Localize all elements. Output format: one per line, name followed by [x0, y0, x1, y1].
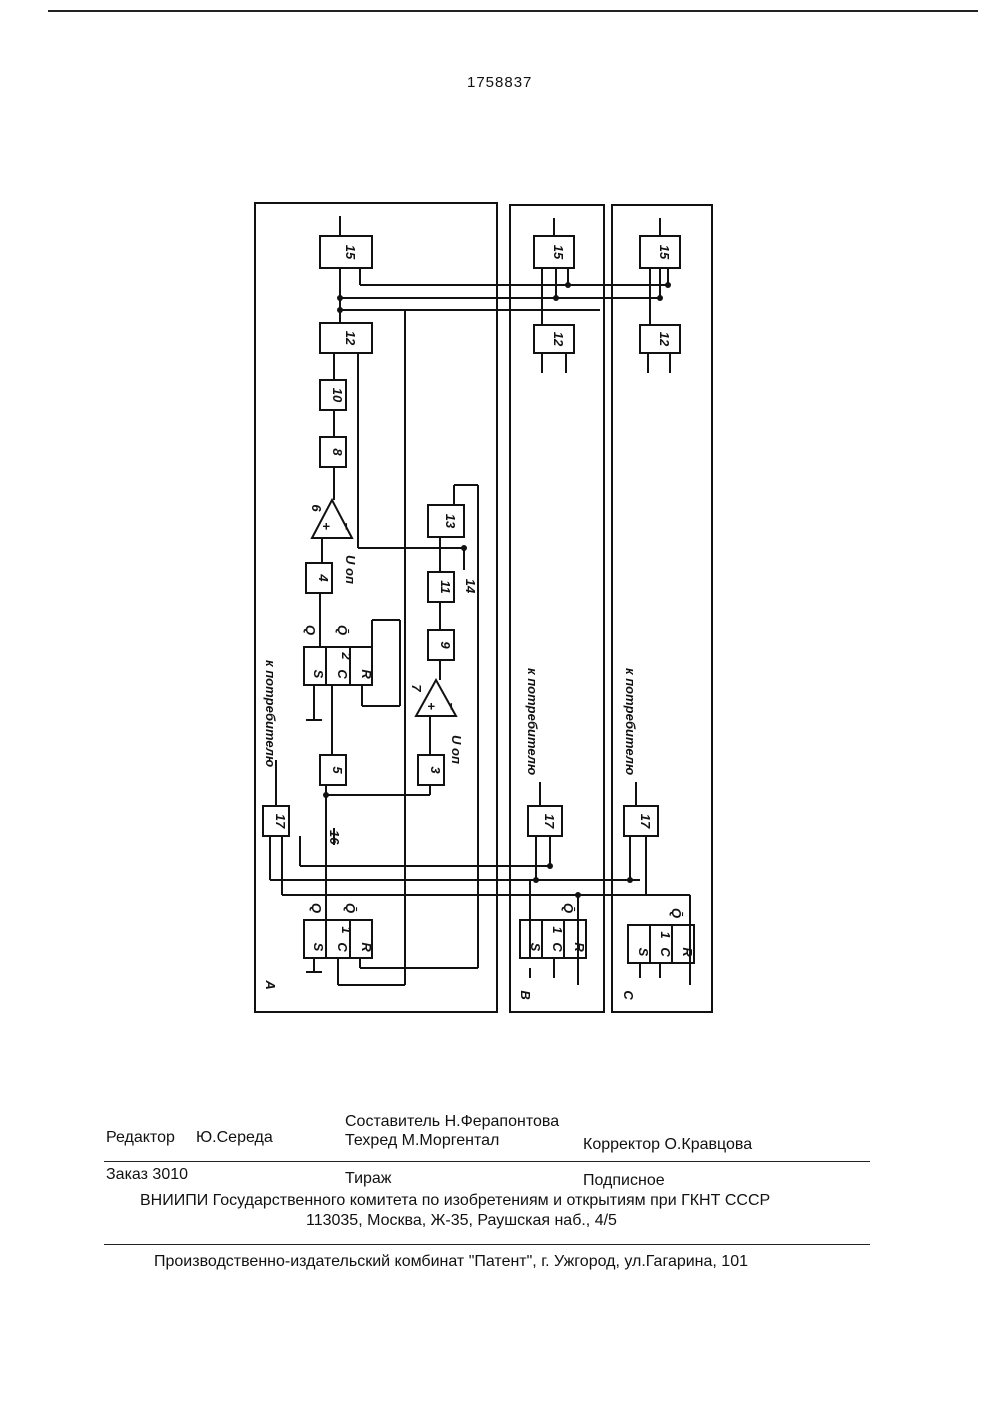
- label-minus-6: −: [339, 522, 354, 530]
- label-12-c: 12: [657, 332, 672, 347]
- subscription-line: Подписное: [583, 1172, 665, 1190]
- label-11: 11: [438, 580, 453, 594]
- label-12-a: 12: [343, 331, 358, 346]
- corrector-line: Корректор О.Кравцова: [583, 1136, 752, 1154]
- compiler-line: Составитель Н.Ферапонтова: [345, 1113, 559, 1131]
- address-line: 113035, Москва, Ж-35, Раушская наб., 4/5: [306, 1212, 617, 1230]
- label-8: 8: [330, 448, 345, 456]
- label-section-a: A: [263, 979, 278, 989]
- label-s-2: S: [311, 670, 326, 679]
- label-consumer-a: к потребителю: [263, 660, 278, 767]
- publisher-line: Производственно-издательский комбинат "П…: [154, 1253, 748, 1271]
- junction-dot: [337, 307, 343, 313]
- organization-line: ВНИИПИ Государственного комитета по изоб…: [140, 1192, 770, 1210]
- trigger-2: [304, 647, 372, 685]
- label-17-b: 17: [542, 814, 557, 829]
- label-minus-7: −: [444, 702, 459, 710]
- techred-line: Техред М.Моргентал: [345, 1132, 499, 1150]
- label-qbar-1c: Q̄: [669, 908, 684, 918]
- label-17-c: 17: [638, 814, 653, 829]
- label-uop-7: U оп: [449, 735, 464, 764]
- junction-dot: [565, 282, 571, 288]
- label-qbar-1a: Q̄: [343, 903, 358, 913]
- label-consumer-b: к потребителю: [525, 668, 540, 775]
- label-7: 7: [409, 684, 424, 692]
- label-c-1a: C: [335, 942, 350, 952]
- label-plus-7: +: [424, 702, 439, 710]
- label-plus-6: +: [319, 522, 334, 530]
- label-9: 9: [438, 641, 453, 649]
- label-15-a: 15: [343, 245, 358, 260]
- label-s-1c: S: [636, 948, 651, 957]
- editor-label: Редактор: [106, 1129, 175, 1147]
- circulation-line: Тираж: [345, 1170, 392, 1188]
- label-qbar-1b: Q̄: [561, 903, 576, 913]
- label-consumer-c: к потребителю: [623, 668, 638, 775]
- section-a-frame: [255, 203, 497, 1012]
- junction-dot: [665, 282, 671, 288]
- label-6: 6: [309, 504, 324, 512]
- label-1c: 1: [658, 931, 673, 938]
- label-15-c: 15: [657, 245, 672, 260]
- label-r-1a: R: [359, 942, 374, 952]
- label-s-1a: S: [311, 943, 326, 952]
- label-10: 10: [330, 388, 345, 403]
- label-16: 16: [327, 830, 342, 845]
- trigger-1-a: [304, 920, 372, 958]
- section-b-frame: [510, 205, 604, 1012]
- label-1b: 1: [550, 926, 565, 933]
- junction-dot: [461, 545, 467, 551]
- label-qbar-2: Q̄: [335, 625, 350, 635]
- label-uop-6: U оп: [343, 555, 358, 584]
- label-r-1c: R: [680, 947, 695, 957]
- label-c-2: C: [335, 669, 350, 679]
- label-q-2: Q: [303, 625, 318, 635]
- junction-dot: [553, 295, 559, 301]
- label-12-b: 12: [551, 332, 566, 347]
- label-1a: 1: [339, 926, 354, 933]
- label-r-2: R: [359, 669, 374, 679]
- label-r-1b: R: [572, 942, 587, 952]
- junction-dot: [575, 892, 581, 898]
- label-2: 2: [339, 651, 354, 660]
- label-13: 13: [443, 514, 458, 529]
- label-s-1b: S: [528, 943, 543, 952]
- label-5: 5: [330, 766, 345, 774]
- junction-dot: [533, 877, 539, 883]
- label-4: 4: [316, 573, 331, 582]
- editor-name: Ю.Середа: [196, 1129, 273, 1147]
- junction-dot: [657, 295, 663, 301]
- label-17-a: 17: [273, 814, 288, 829]
- label-c-1c: C: [658, 947, 673, 957]
- junction-dot: [627, 877, 633, 883]
- label-15-b: 15: [551, 245, 566, 260]
- junction-dot: [547, 863, 553, 869]
- label-14: 14: [463, 579, 478, 594]
- label-section-c: C: [621, 990, 636, 1000]
- junction-dot: [323, 792, 329, 798]
- order-line: Заказ 3010: [106, 1166, 188, 1184]
- label-q-1a: Q: [309, 903, 324, 913]
- footer-rule-2: [104, 1244, 870, 1245]
- label-section-b: B: [518, 990, 533, 999]
- footer-rule-1: [104, 1161, 870, 1162]
- section-c-frame: [612, 205, 712, 1012]
- junction-dot: [337, 295, 343, 301]
- label-c-1b: C: [550, 942, 565, 952]
- label-3: 3: [428, 766, 443, 774]
